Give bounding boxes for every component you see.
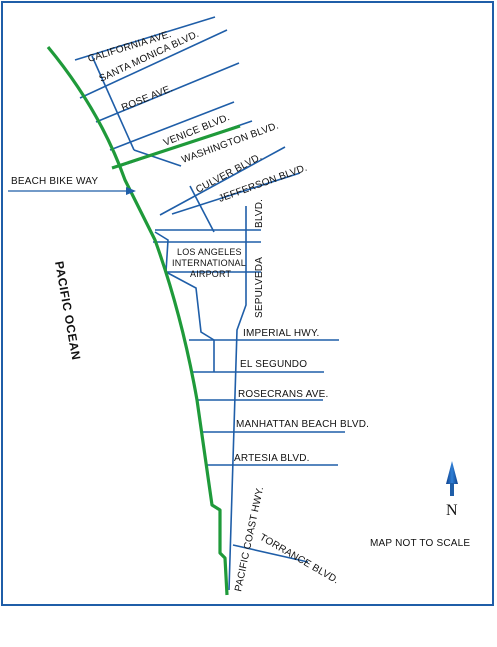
road-california	[74, 16, 216, 61]
road-lincoln-south	[189, 185, 215, 233]
label-el-segundo: EL SEGUNDO	[240, 359, 307, 370]
label-imperial: IMPERIAL HWY.	[243, 328, 320, 339]
road-culver	[159, 146, 286, 216]
arrow-right-icon	[8, 187, 136, 195]
bike-path-venice	[111, 124, 241, 170]
label-manhattan-beach: MANHATTAN BEACH BLVD.	[236, 419, 369, 430]
label-not-to-scale: MAP NOT TO SCALE	[370, 538, 470, 549]
label-torrance: TORRANCE BLVD.	[258, 532, 341, 586]
label-lax-1: LOS ANGELES	[177, 247, 242, 257]
road-jefferson	[171, 172, 301, 215]
road-lax-west	[154, 231, 215, 341]
road-torrance	[232, 544, 309, 563]
label-sepulveda-blvd: BLVD.	[254, 199, 265, 228]
label-rose: ROSE AVE.	[120, 83, 175, 114]
road-inland-connector	[133, 149, 182, 167]
beach-bike-way-path	[46, 45, 241, 596]
label-lax-2: INTERNATIONAL	[172, 258, 246, 268]
map-frame	[1, 1, 494, 606]
north-arrow-icon	[446, 461, 458, 496]
road-lincoln	[91, 55, 135, 151]
label-rosecrans: ROSECRANS AVE.	[238, 389, 328, 400]
label-lax-3: AIRPORT	[190, 269, 232, 279]
road-rose	[95, 62, 240, 123]
bike-path-coastal	[46, 45, 229, 596]
label-artesia: ARTESIA BLVD.	[234, 453, 310, 464]
road-network	[74, 16, 345, 591]
label-north: N	[446, 502, 458, 519]
label-pacific-ocean: PACIFIC OCEAN	[52, 260, 83, 361]
road-sepulveda-blvd	[228, 206, 247, 591]
label-beach-bike-way: BEACH BIKE WAY	[11, 176, 98, 187]
label-sepulveda: SEPULVEDA	[254, 257, 265, 318]
road-santa-monica	[79, 29, 228, 99]
street-labels: CALIFORNIA AVE. SANTA MONICA BLVD. ROSE …	[11, 29, 470, 593]
